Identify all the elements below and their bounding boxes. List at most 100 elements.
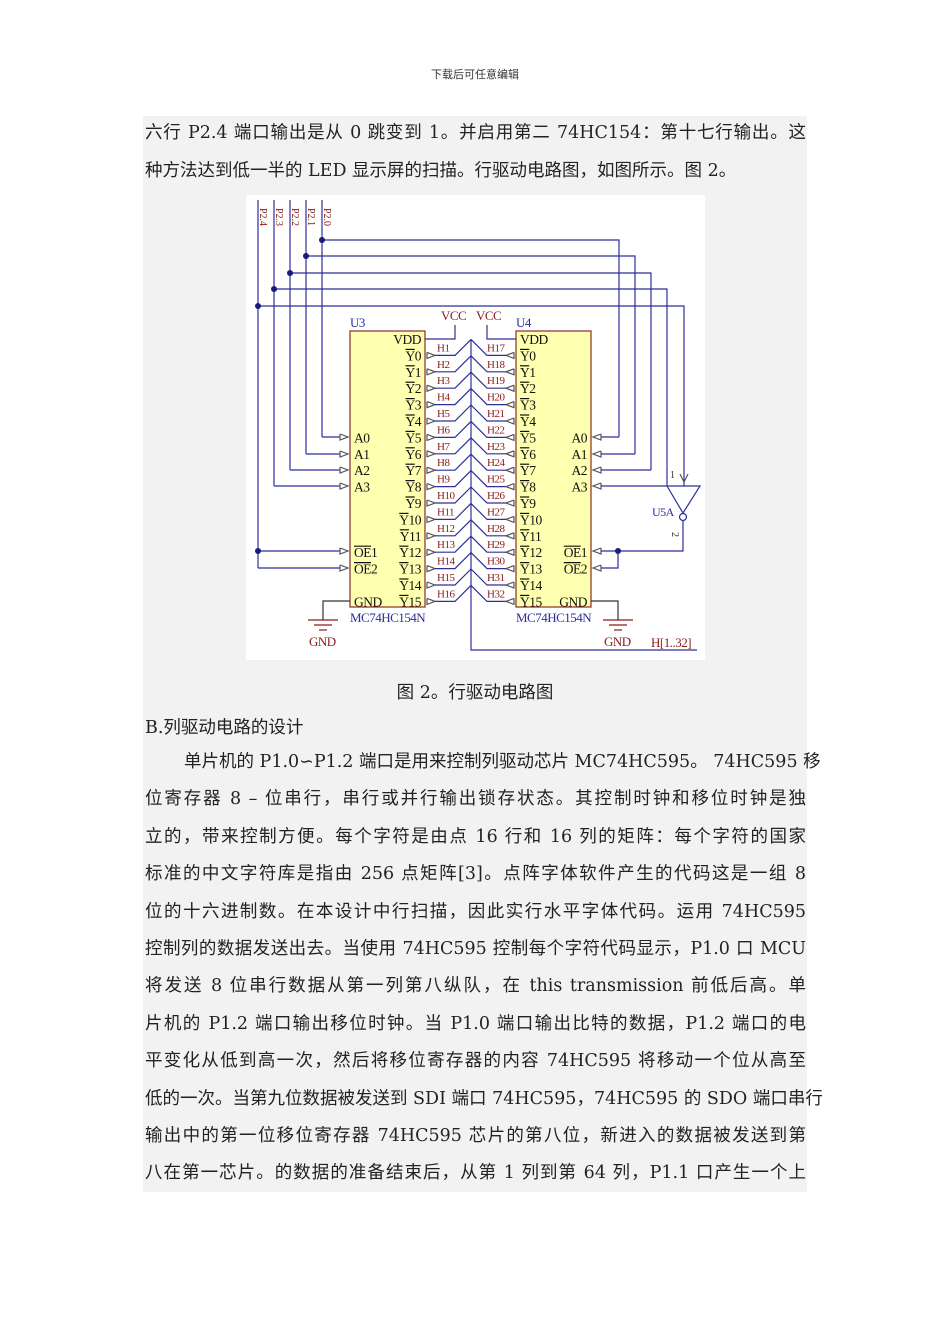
paragraph-line: 八在第一芯片。的数据的准备结束后，从第 1 列到第 64 列，P1.1 口产生一… (145, 1163, 806, 1184)
pin-arrow-icon (504, 433, 515, 442)
pin-arrow-icon (504, 466, 515, 475)
pin-label: Y13 (399, 562, 421, 577)
inverter-icon (666, 485, 702, 515)
pin-label: Y9 (520, 496, 536, 511)
net-wire (435, 437, 472, 455)
net-wire (435, 568, 472, 586)
pin-label: A0 (572, 430, 588, 445)
net-label: H2 (437, 359, 449, 371)
net-label: H7 (437, 441, 450, 453)
pin-label: VDD (520, 332, 548, 347)
net-wire (470, 371, 506, 389)
net-label: H27 (487, 506, 505, 518)
pin-arrow-icon (504, 515, 515, 524)
pin-label: Y9 (406, 496, 422, 511)
paragraph-line: 低的一次。当第九位数据被发送到 SDI 端口 74HC595，74HC595 的… (145, 1088, 823, 1109)
net-wire (470, 502, 506, 521)
pin-arrow-icon (426, 515, 437, 524)
net-wire (470, 519, 506, 537)
net-label: H3 (437, 375, 450, 387)
pin-label: Y4 (406, 414, 422, 429)
net-wire (470, 584, 506, 603)
pin-arrow-icon (504, 384, 515, 393)
pin-label: Y3 (520, 398, 536, 413)
wire (601, 521, 684, 552)
pin-label: Y11 (520, 529, 541, 544)
pin-label: OE1 (564, 545, 587, 560)
pin-arrow-icon (679, 473, 689, 484)
paragraph-line: 种方法达到低一半的 LED 显示屏的扫描。行驱动电路图，如图所示。图 2。 (145, 161, 737, 181)
bus-label: H[1..32] (651, 635, 691, 650)
junction-dot (271, 286, 277, 292)
h-bus (470, 340, 697, 651)
pin-label: Y14 (520, 578, 542, 593)
pin-label: Y1 (406, 365, 422, 380)
pin-arrow-icon (426, 368, 437, 376)
chip-u4 (515, 330, 592, 608)
junction-dot (287, 270, 293, 276)
net-label: H14 (437, 556, 455, 568)
pin-label: Y11 (400, 529, 421, 544)
pin-label: Y8 (406, 480, 422, 495)
pin-arrow-icon (426, 351, 437, 360)
paragraph-line: 位的十六进制数。在本设计中行扫描，因此实行水平字体代码。运用 74HC595 (145, 901, 806, 922)
pin-label: Y7 (520, 463, 536, 478)
pin-label: Y5 (406, 430, 422, 445)
net-wire (470, 437, 506, 455)
pin-label: Y15 (520, 594, 542, 609)
junction-dot (255, 303, 261, 309)
wire (601, 551, 619, 569)
pin-arrow-icon (426, 384, 437, 393)
net-wire (470, 552, 506, 570)
pin-arrow-icon (504, 597, 515, 606)
pin-label: OE2 (354, 562, 377, 577)
net-wire (435, 535, 472, 553)
pin-arrow-icon (504, 565, 515, 573)
pin-arrow-icon (426, 565, 437, 573)
junction-dot (255, 548, 261, 554)
pin-label: Y13 (520, 562, 542, 577)
net-wire (435, 404, 472, 422)
net-label: H13 (437, 539, 455, 551)
pin-arrow-icon (504, 483, 515, 491)
net-label: H11 (437, 506, 454, 518)
junction-dot (319, 237, 325, 243)
net-label: H17 (487, 342, 505, 354)
pin-arrow-icon (339, 482, 350, 490)
pin-label: Y12 (399, 545, 421, 560)
pin-label: Y0 (406, 348, 422, 363)
pin-label: GND (354, 594, 382, 609)
figure-caption: 图 2。行驱动电路图 (396, 683, 554, 703)
pin-arrow-icon (591, 450, 602, 458)
pin-arrow-icon (339, 450, 350, 458)
net-wire (470, 470, 506, 488)
pin-label: Y7 (406, 463, 422, 478)
chip-u3 (349, 330, 426, 608)
pin-label: A2 (354, 463, 370, 478)
net-label: H16 (437, 588, 455, 600)
net-label: H9 (437, 474, 450, 486)
pin-arrow-icon (591, 564, 602, 572)
pin-label: Y4 (520, 414, 536, 429)
pin-arrow-icon (426, 417, 437, 425)
paragraph-line: 输出中的第一位移位寄存器 74HC595 芯片的第八位，新进入的数据被发送到第 (145, 1126, 806, 1146)
pin-arrow-icon (339, 433, 350, 441)
net-wire (435, 486, 472, 504)
net-label: H31 (487, 572, 504, 584)
net-wire (470, 568, 506, 586)
port-label: P2.2 (289, 208, 300, 226)
pin-label: Y10 (520, 512, 542, 527)
gnd-wire (591, 600, 619, 620)
port-label: P2.3 (273, 208, 284, 226)
pin-label: A0 (354, 430, 370, 445)
pin-label: Y1 (520, 365, 536, 380)
net-wire (435, 355, 472, 373)
net-wire (435, 371, 472, 389)
pin-label: Y2 (406, 381, 422, 396)
net-label: H30 (487, 556, 505, 568)
pin-label: A3 (572, 480, 588, 495)
pin-label: A3 (354, 480, 370, 495)
paragraph-line: 将发送 8 位串行数据从第一列第八纵队，在 this transmission … (145, 976, 806, 997)
net-wire (470, 388, 506, 406)
